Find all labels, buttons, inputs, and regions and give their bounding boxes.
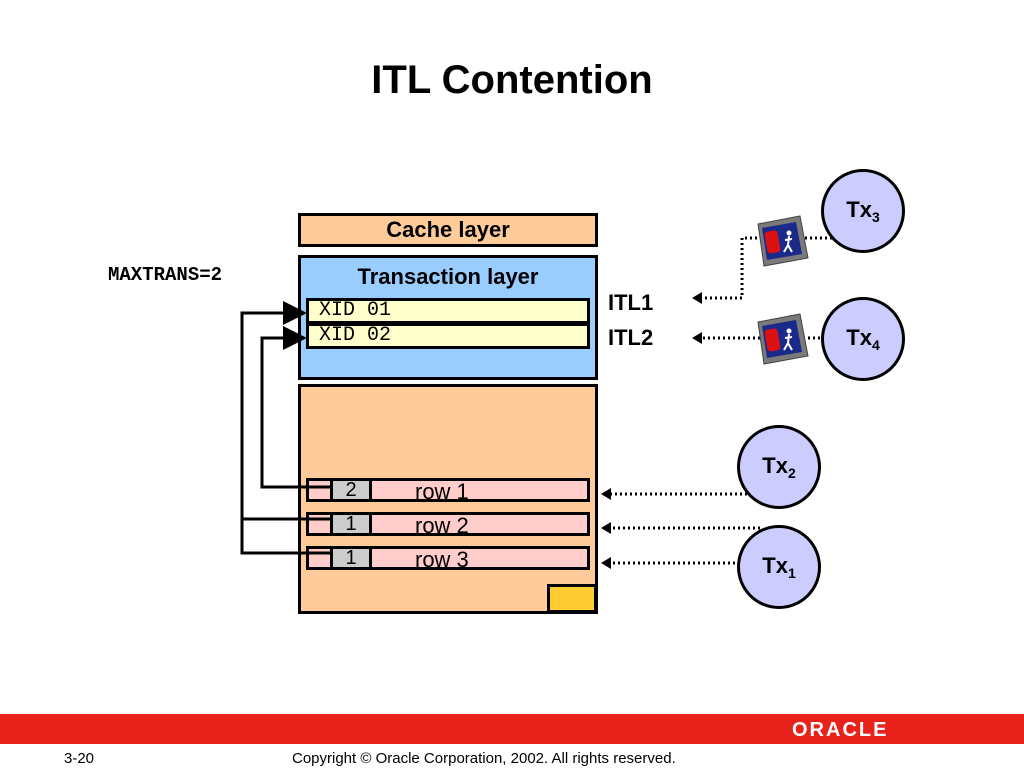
itl1-label: ITL1 [608, 290, 654, 315]
tx4-label: Tx4 [846, 325, 880, 353]
arrowhead-itl1 [692, 292, 702, 304]
transaction-layer-label: Transaction layer [357, 264, 539, 289]
tx1-label: Tx1 [762, 553, 796, 581]
footer-red-bar [0, 714, 1024, 744]
xid-slot-1: XID 01 [306, 298, 590, 324]
cache-layer: Cache layer [298, 213, 598, 247]
xid-slot-2: XID 02 [306, 323, 590, 349]
arrowhead-row3 [601, 557, 611, 569]
itl2-label: ITL2 [608, 325, 654, 350]
oracle-logo: ORACLE [792, 719, 889, 741]
stop-sign-icon [757, 215, 809, 267]
row-3-label: row 3 [415, 547, 469, 572]
transaction-tx1: Tx1 [737, 525, 821, 609]
arrowhead-row1 [601, 488, 611, 500]
arrowhead-row2 [601, 522, 611, 534]
row1-to-itl2-line [260, 326, 330, 489]
tx3-label: Tx3 [846, 197, 880, 225]
row-1-lock-count: 2 [330, 478, 372, 502]
row2-to-itl1-line [240, 301, 330, 521]
row3-to-itl1-line [240, 519, 330, 555]
page-number: 3-20 [64, 750, 95, 767]
slide-title: ITL Contention [371, 58, 653, 102]
transaction-tx2: Tx2 [737, 425, 821, 509]
copyright-text: Copyright © Oracle Corporation, 2002. Al… [292, 750, 676, 767]
transaction-tx4: Tx4 [821, 297, 905, 381]
row-1-label: row 1 [415, 479, 469, 504]
row-2-lock-count: 1 [330, 512, 372, 536]
transaction-tx3: Tx3 [821, 169, 905, 253]
arrowhead-itl2 [692, 332, 702, 344]
row-3-lock-count: 1 [330, 546, 372, 570]
maxtrans-label: MAXTRANS=2 [108, 264, 223, 286]
row-2-label: row 2 [415, 513, 469, 538]
free-space-box [547, 584, 597, 613]
tx2-label: Tx2 [762, 453, 796, 481]
stop-sign-icon [757, 313, 809, 365]
